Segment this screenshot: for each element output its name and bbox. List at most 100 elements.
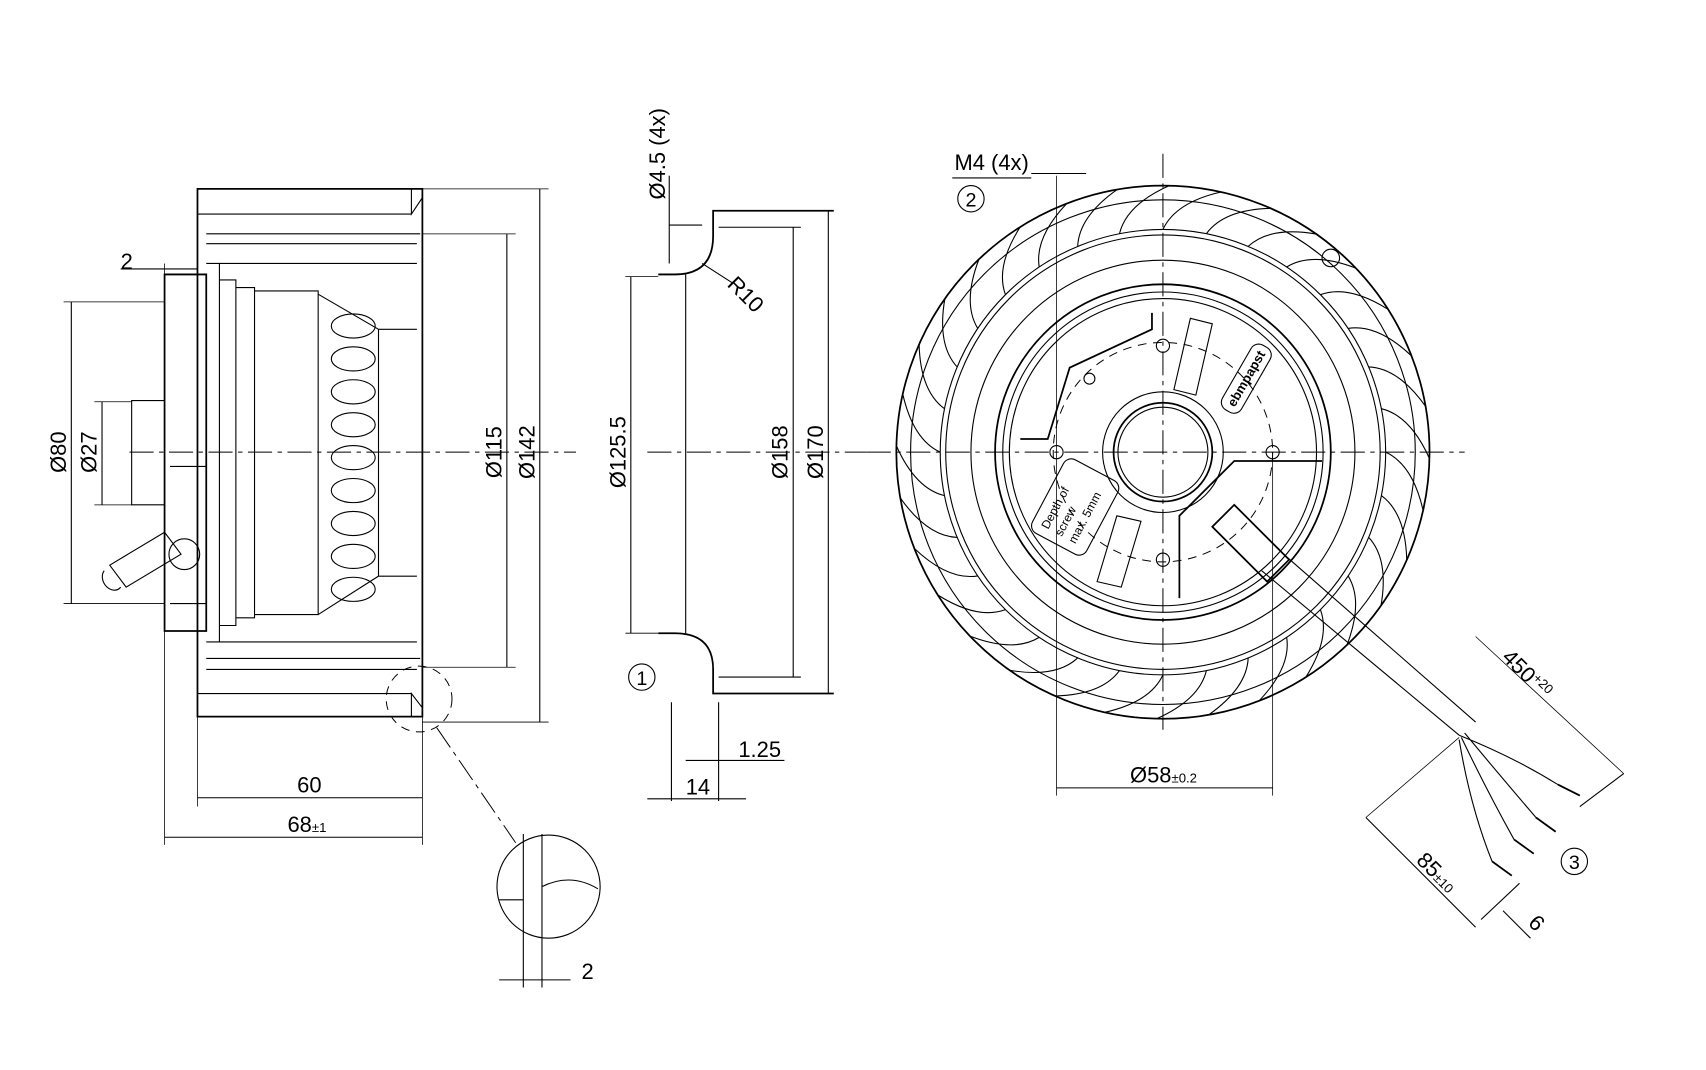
impeller-blade: [1305, 609, 1324, 678]
housing-ribs: [197, 213, 421, 695]
wire-ends: [1491, 783, 1581, 877]
dim-d115: Ø115: [481, 426, 506, 478]
impeller-fin: [330, 379, 376, 405]
impeller-blade: [969, 259, 980, 329]
impeller-blade: [1055, 670, 1120, 697]
impeller-blade: [1001, 226, 1021, 295]
housing-outline: [196, 187, 424, 718]
impeller-backplate: [317, 293, 417, 616]
impeller-blade: [1118, 185, 1170, 234]
motor-body: [206, 262, 319, 643]
impeller-fin: [330, 477, 376, 504]
hub-ring: [1102, 391, 1224, 514]
impeller-blade: [1381, 408, 1430, 459]
detail-leader: [436, 727, 517, 844]
dim-flange-gap: 2: [121, 249, 133, 274]
callout-1-circle: [628, 663, 656, 691]
impeller-blade: [937, 594, 1006, 614]
dim-end: 6: [1524, 910, 1550, 936]
impeller-fin: [330, 543, 376, 570]
impeller-blade: [1381, 495, 1408, 561]
dim-thickness: 1.25: [738, 737, 781, 762]
dim-d158: Ø158: [768, 425, 793, 479]
detail-circle: [496, 834, 601, 939]
impeller-blade: [1077, 189, 1118, 247]
detail-dim: 2: [581, 959, 593, 984]
cooling-slots: [1096, 317, 1213, 588]
impeller-blade: [1258, 637, 1288, 702]
dim-hole: Ø4.5 (4x): [645, 108, 670, 199]
gland-nut: [168, 538, 201, 571]
impeller-blade: [1205, 207, 1271, 235]
callout-1: 1: [636, 668, 647, 690]
mounting-plate: [163, 273, 208, 632]
impeller-blade: [969, 635, 1040, 646]
impeller-blade: [1385, 451, 1424, 511]
outer-rim: [895, 184, 1431, 720]
front-view: Depth of screw max. 5mm ebmpapst Ø58±0.2…: [866, 150, 1625, 939]
impeller-blade: [1320, 291, 1389, 310]
ring-lines: [669, 224, 801, 802]
ebmpapst-logo: ebmpapst: [1220, 343, 1272, 414]
impeller-blade: [1104, 674, 1164, 713]
ground-symbol: [1083, 372, 1096, 385]
impeller-fin: [330, 445, 376, 471]
dim-radius: R10: [723, 271, 769, 317]
balance-hole: [1321, 248, 1341, 268]
detail-marker: [385, 665, 453, 733]
dim-depth: 14: [686, 774, 710, 799]
impeller-blade: [1368, 537, 1384, 606]
mount-hole: [1155, 338, 1171, 353]
mount-hole: [1155, 552, 1171, 567]
callout-2-circle: [957, 185, 985, 213]
impeller-fin: [330, 346, 376, 372]
motor-rim: [994, 283, 1332, 621]
ring-profile: [658, 209, 834, 695]
impeller-blade: [1247, 231, 1317, 247]
impeller-blade: [1009, 657, 1079, 673]
inlet-ring-view: Ø4.5 (4x) R10 Ø125.5 Ø158 Ø170 1 1.25 14: [605, 108, 867, 802]
dim-d80: Ø80: [46, 431, 71, 472]
impeller-blade: [942, 298, 958, 368]
dim-d125: Ø125.5: [605, 416, 630, 488]
callout-2: 2: [965, 189, 976, 211]
detail-profile: [499, 833, 599, 988]
dim-strip: 85±10: [1412, 847, 1462, 897]
cable-gland: [101, 531, 182, 591]
impeller-blade: [1208, 657, 1249, 716]
impeller-blade: [1348, 327, 1412, 357]
cable: [1261, 553, 1476, 736]
impeller-blade: [913, 547, 978, 578]
dim-length-60: 60: [297, 772, 321, 797]
impeller-fin: [330, 510, 376, 537]
impeller-blade: [1162, 191, 1222, 230]
dim-line-cable: [1579, 773, 1625, 807]
impeller-blade: [1038, 203, 1068, 268]
callout-3: 3: [1569, 852, 1580, 874]
housing-ribs: [1020, 312, 1323, 599]
dim-d58: Ø58±0.2: [1130, 762, 1197, 787]
dim-d170: Ø170: [803, 425, 828, 479]
dim-cable: 450+20: [1497, 644, 1556, 703]
cable-wires: [1458, 732, 1559, 862]
impeller-fins: [330, 313, 376, 602]
impeller-blades: [895, 185, 1430, 720]
hub-shaft: [131, 400, 207, 605]
impeller-blade: [1368, 366, 1427, 407]
dim-length-68: 68±1: [287, 812, 326, 837]
impeller-blade: [902, 393, 941, 453]
dim-d142: Ø142: [514, 425, 539, 479]
impeller-blade: [899, 497, 958, 538]
impeller-blade: [918, 344, 945, 410]
screw-note: Depth of screw max. 5mm: [1031, 458, 1120, 556]
impeller-fin: [330, 313, 376, 339]
impeller-fin: [330, 412, 376, 438]
dim-line-strip: [1365, 817, 1476, 928]
impeller-fin: [330, 576, 376, 602]
callout-3-circle: [1560, 847, 1589, 876]
dim-d27: Ø27: [77, 431, 102, 472]
hub-bore: [1112, 401, 1214, 503]
side-view: 2 Ø80 Ø27 Ø115 Ø142 60 68±1 2: [46, 187, 601, 988]
impeller-blade: [1156, 670, 1207, 720]
